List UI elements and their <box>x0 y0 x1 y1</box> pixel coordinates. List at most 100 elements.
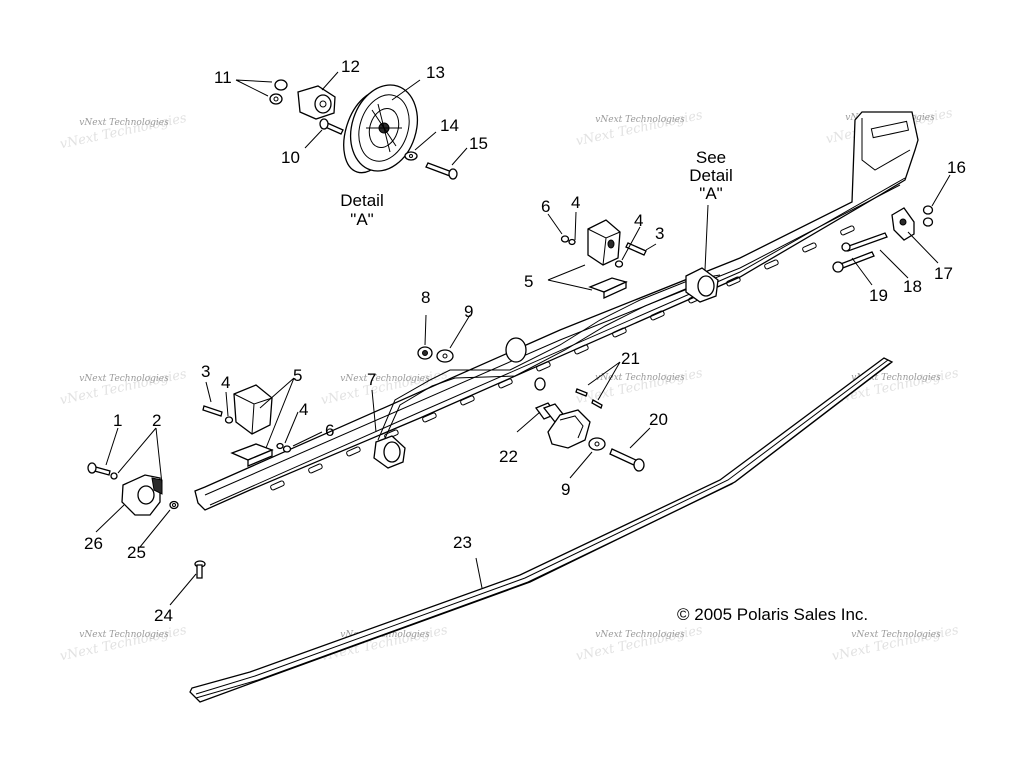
watermark-shadow: vNext Technologies <box>59 623 189 665</box>
rail-slot <box>270 480 285 491</box>
rail-slot <box>802 242 817 253</box>
washer-part-8-9 <box>417 346 606 451</box>
bearing-block-part-12 <box>297 85 336 120</box>
callout-26: 26 <box>84 534 103 553</box>
callout-9-lower: 9 <box>561 480 570 499</box>
watermark-shadow: vNext Technologies <box>575 623 705 665</box>
callout-24: 24 <box>154 606 173 625</box>
watermark-text: vNext Technologies <box>851 630 941 640</box>
spacer-block-part-4-rear <box>587 219 628 300</box>
rail-slot <box>840 225 855 236</box>
rail-slot <box>726 276 741 287</box>
watermark-shadow: vNext Technologies <box>575 108 705 150</box>
callout-4-front-a: 4 <box>221 373 230 392</box>
watermark-text: vNext Technologies <box>79 118 169 128</box>
rail-slot <box>460 395 475 406</box>
detail-a-assembly <box>269 79 458 180</box>
bolt-part-1 <box>87 462 111 476</box>
callout-4-rear-b: 4 <box>634 211 643 230</box>
slide-wear-strip-part-23 <box>189 357 894 703</box>
callout-22: 22 <box>499 447 518 466</box>
idler-wheel-part-13 <box>343 84 418 174</box>
rail-slots <box>270 225 855 491</box>
washer-part-2 <box>110 472 118 480</box>
bolt-part-10 <box>319 118 344 135</box>
rail-cap-part-26 <box>121 474 163 516</box>
callout-20: 20 <box>649 410 668 429</box>
callout-5-front: 5 <box>293 366 302 385</box>
screw-part-21 <box>575 388 603 409</box>
callout-5-rear: 5 <box>524 272 533 291</box>
bolt-part-15 <box>425 162 458 180</box>
rail-slot <box>422 412 437 423</box>
rivet-part-24 <box>194 560 206 579</box>
rail-slot <box>650 310 665 321</box>
callout-17: 17 <box>934 264 953 283</box>
rail-slot <box>574 344 589 355</box>
see-detail-line3: "A" <box>699 184 722 203</box>
watermark-shadow: vNext Technologies <box>59 367 189 409</box>
callout-labels: 11 12 13 10 14 15 6 4 4 3 5 8 9 21 7 3 4… <box>84 57 966 625</box>
callout-21: 21 <box>621 349 640 368</box>
watermark-text: vNext Technologies <box>79 374 169 384</box>
watermark-text: vNext Technologies <box>595 630 685 640</box>
callout-23: 23 <box>453 533 472 552</box>
callout-13: 13 <box>426 63 445 82</box>
callout-18: 18 <box>903 277 922 296</box>
callout-15: 15 <box>469 134 488 153</box>
see-detail-line1: See <box>696 148 726 167</box>
watermark-text: vNext Technologies <box>851 373 941 383</box>
bolt-part-20 <box>609 448 645 472</box>
watermark-text: vNext Technologies <box>340 374 430 384</box>
rail-slot <box>764 259 779 270</box>
callout-10: 10 <box>281 148 300 167</box>
callout-25: 25 <box>127 543 146 562</box>
pivot-block-part-7 <box>373 267 719 469</box>
axle-part-18 <box>845 232 888 252</box>
rail-slot <box>346 446 361 457</box>
callout-19: 19 <box>869 286 888 305</box>
nut-part-16 <box>922 205 934 227</box>
bolt-part-3 <box>202 242 647 417</box>
detail-caption-line1: Detail <box>340 191 383 210</box>
spacer-part-22 <box>534 402 591 449</box>
callout-14: 14 <box>440 116 459 135</box>
detail-a-caption: Detail "A" <box>340 191 383 229</box>
callout-6-front: 6 <box>325 421 334 440</box>
leader-lines <box>95 71 951 606</box>
watermark-text: vNext Technologies <box>79 630 169 640</box>
rail-slot <box>536 361 551 372</box>
callout-1: 1 <box>113 411 122 430</box>
callout-11: 11 <box>214 68 232 87</box>
callout-7: 7 <box>367 370 376 389</box>
callout-4-front-b: 4 <box>299 400 308 419</box>
watermark-shadow: vNext Technologies <box>831 623 961 665</box>
rail-slot <box>308 463 323 474</box>
callout-4-rear-a: 4 <box>571 193 580 212</box>
nut-part-6 <box>276 235 576 453</box>
see-detail-line2: Detail <box>689 166 732 185</box>
see-detail-a-caption: See Detail "A" <box>689 148 732 203</box>
callout-12: 12 <box>341 57 360 76</box>
rail-slot <box>612 327 627 338</box>
callout-16: 16 <box>947 158 966 177</box>
washer-part-14 <box>404 151 418 161</box>
callout-8: 8 <box>421 288 430 307</box>
watermark-shadow: vNext Technologies <box>59 111 189 153</box>
callout-3-front: 3 <box>201 362 210 381</box>
nut-part-25 <box>169 500 179 510</box>
callout-6-rear: 6 <box>541 197 550 216</box>
spacer-block-part-4-front <box>230 384 274 467</box>
bolt-part-19 <box>832 242 875 273</box>
callout-3-rear: 3 <box>655 224 664 243</box>
callout-9-upper: 9 <box>464 302 473 321</box>
washer-part-4 <box>224 260 624 424</box>
nut-part-11 <box>269 79 288 105</box>
watermark-text: vNext Technologies <box>595 373 685 383</box>
detail-caption-line2: "A" <box>350 210 373 229</box>
slide-rail-frame <box>194 111 919 511</box>
copyright-notice: © 2005 Polaris Sales Inc. <box>677 605 868 624</box>
rail-slot <box>498 378 513 389</box>
callout-2: 2 <box>152 411 161 430</box>
